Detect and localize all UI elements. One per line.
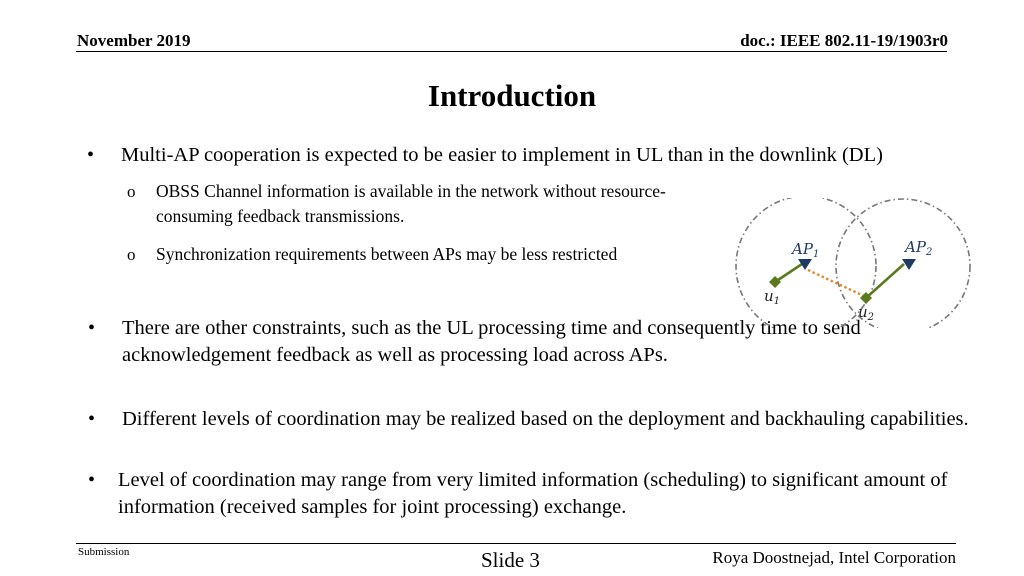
footer-author: Roya Doostnejad, Intel Corporation [712,548,956,567]
sub-bullet-1: o OBSS Channel information is available … [127,179,716,229]
u2-label-main: u [858,303,868,321]
bullet-text: Different levels of coordination may be … [122,408,969,430]
sub-bullet-text: OBSS Channel information is available in… [156,181,666,226]
u1-label-sub: 1 [774,296,780,307]
footer-divider [76,543,956,544]
bullet-marker: • [87,144,95,166]
sub-bullet-marker: o [127,245,136,264]
ap1-coverage-circle [735,198,877,328]
header-doc-id: doc.: IEEE 802.11-19/1903r0 [740,31,948,50]
bullet-text: Level of coordination may range from ver… [118,469,948,518]
ap2-label-sub: 2 [925,247,932,258]
bullet-3: • Different levels of coordination may b… [88,406,972,433]
bullet-text: There are other constraints, such as the… [122,317,861,366]
bullet-text: Multi-AP cooperation is expected to be e… [121,144,883,166]
ap2-coverage-circle [835,198,971,328]
u2-to-ap2-link [865,263,905,299]
u1-label-main: u [764,287,774,305]
bullet-2: • There are other constraints, such as t… [88,315,992,369]
sub-bullet-marker: o [127,182,136,201]
u2-label: u2 [858,303,874,323]
bullet-marker: • [88,317,96,339]
slide-title: Introduction [427,78,597,113]
ap1-label-sub: 1 [813,249,819,260]
header-divider [76,51,947,52]
footer-submission: Submission [78,546,130,558]
ap2-marker [902,259,916,270]
ap2-label-main: AP [903,238,927,256]
u1-label: u1 [764,287,780,307]
bullet-marker: • [88,469,96,491]
bullet-marker: • [88,408,96,430]
ap1-label-main: AP [790,240,814,258]
sub-bullet-text: Synchronization requirements between APs… [156,244,618,264]
multi-ap-diagram: AP1 AP2 u1 u2 [735,198,971,328]
bullet-4: • Level of coordination may range from v… [88,467,958,521]
ap2-label: AP2 [903,238,932,258]
u1-to-ap1-link [774,262,803,284]
ap1-marker [798,259,812,270]
interference-link [807,268,865,298]
ap1-label: AP1 [790,240,819,260]
u2-label-sub: 2 [867,312,874,323]
u1-marker [769,276,781,288]
bullet-1: • Multi-AP cooperation is expected to be… [87,142,1001,169]
sub-bullet-2: o Synchronization requirements between A… [127,242,736,267]
slide-number: Slide 3 [481,548,540,572]
u2-marker [860,292,872,304]
header-date: November 2019 [77,31,191,50]
